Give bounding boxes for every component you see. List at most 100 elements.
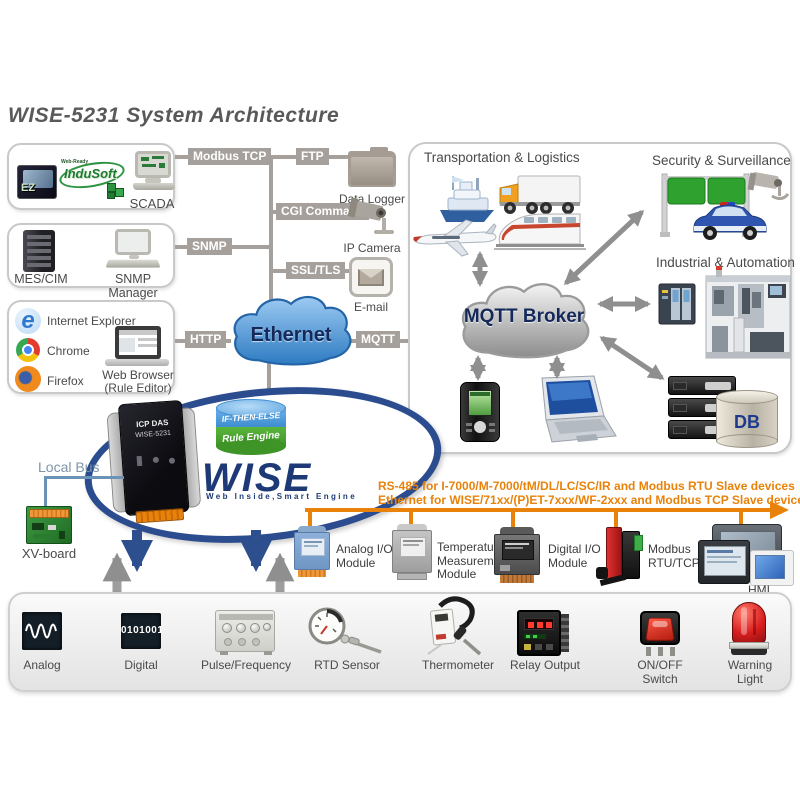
bus-banner-line1: RS-485 for I-7000/M-7000/tM/DL/LC/SC/IR … — [378, 479, 795, 493]
snmp-manager-label: SNMP Manager — [108, 272, 158, 300]
email-icon — [349, 257, 393, 297]
ship-icon — [440, 176, 494, 222]
indusoft-cube-3 — [107, 192, 115, 199]
local-bus-line-h — [44, 476, 124, 479]
rule-editor-label: (Rule Editor) — [104, 381, 172, 395]
ethernet-cloud — [233, 296, 352, 366]
analog-label: Analog — [23, 658, 61, 672]
slave-bus-arrowhead — [770, 501, 789, 519]
badge-snmp: SNMP — [187, 238, 232, 255]
indusoft-cube-1 — [107, 183, 116, 192]
bus-stub-1 — [308, 510, 312, 530]
train-icon — [494, 213, 586, 250]
security-camera-icon — [747, 172, 790, 201]
device-brand-label: ICP DAS — [135, 417, 169, 430]
mqtt-arrows — [469, 209, 665, 382]
modbus-rtu-tcp-label: Modbus RTU/TCP — [648, 542, 700, 570]
bus-stub-4 — [614, 510, 618, 530]
email-label: E-mail — [353, 300, 388, 314]
badge-modbus-tcp: Modbus TCP — [188, 148, 272, 165]
rtd-sensor-icon — [308, 607, 382, 654]
digital-label: Digital — [124, 658, 158, 672]
line-vertical-trunk — [269, 155, 273, 301]
badge-http: HTTP — [185, 331, 227, 348]
indusoft-webready: Web-Ready — [61, 159, 89, 165]
on-off-switch-icon — [638, 611, 682, 656]
temperature-module-icon — [392, 524, 432, 581]
ip-camera-label: IP Camera — [343, 241, 401, 255]
bus-stub-5 — [739, 510, 743, 530]
ip-camera-icon — [347, 197, 394, 234]
wise-tagline: Web Inside,Smart Engine — [206, 492, 358, 501]
factory-machine-icon — [705, 266, 791, 359]
local-bus-line-v — [44, 476, 47, 507]
warning-light-label: Warning Light — [727, 658, 773, 686]
bus-banner-line2: Ethernet for WISE/71xx/(P)ET-7xxx/WF-2xx… — [378, 493, 800, 507]
scada-box: EZ Web-Ready InduSoft SCADA — [7, 143, 177, 211]
digital-io-module-label: Digital I/O Module — [548, 542, 601, 570]
thermometer-label: Thermometer — [421, 658, 495, 672]
mqtt-broker-label: MQTT Broker — [463, 306, 585, 327]
firefox-label: Firefox — [47, 374, 84, 388]
hmi-icon — [698, 524, 794, 586]
temperature-module-label: Temperature Measurement Module — [437, 540, 511, 581]
indusoft-text: InduSoft — [64, 166, 117, 181]
wise-logo-text: WISE — [202, 456, 313, 500]
on-off-switch-label: ON/OFF Switch — [637, 658, 683, 686]
ez-logo-text: EZ — [21, 182, 36, 194]
device-model-label: WISE-5231 — [134, 429, 172, 440]
industrial-label: Industrial & Automation — [656, 255, 795, 270]
server-tower-icon — [23, 230, 55, 272]
airplane-icon — [413, 219, 497, 257]
highway-signs-icon — [660, 173, 752, 237]
bus-stub-3 — [511, 510, 515, 530]
xv-board-label: XV-board — [21, 546, 77, 561]
wise-5231-device: ICP DAS WISE-5231 — [106, 399, 202, 525]
transportation-label: Transportation & Logistics — [424, 150, 580, 165]
badge-mqtt: MQTT — [356, 331, 400, 348]
ez-screen — [23, 170, 53, 188]
ethernet-label: Ethernet — [250, 324, 332, 346]
line-cloud-to-wise — [267, 363, 271, 394]
analog-io-module-icon — [294, 526, 330, 578]
badge-cgi-command: CGI Command — [276, 203, 370, 220]
data-logger-icon — [348, 147, 396, 189]
rtd-sensor-label: RTD Sensor — [314, 658, 380, 672]
internet-explorer-icon: e — [15, 308, 41, 334]
scada-computer-icon — [131, 151, 177, 197]
mes-cim-label: MES/CIM — [14, 272, 68, 286]
firefox-icon — [15, 366, 41, 392]
page-title: WISE-5231 System Architecture — [8, 104, 340, 127]
xv-board-icon — [26, 506, 72, 544]
rule-engine-cylinder: IF-THEN-ELSE Rule Engine — [216, 399, 286, 459]
db-label: DB — [734, 412, 760, 432]
snmp-manager-computer-icon — [105, 229, 161, 273]
thermometer-icon — [427, 596, 482, 656]
badge-ssl-tls: SSL/TLS — [286, 262, 346, 279]
smartphone-icon — [460, 382, 500, 442]
web-browser-label: Web Browser — [102, 368, 174, 382]
browser-box: e Internet Explorer Chrome Firefox Web B… — [7, 300, 175, 395]
bus-stub-2 — [409, 510, 413, 528]
digital-io-module-icon — [494, 527, 540, 583]
pulse-frequency-icon — [215, 610, 275, 655]
analog-io-module-label: Analog I/O Module — [336, 542, 393, 570]
mqtt-broker-cloud — [461, 283, 590, 359]
local-bus-label: Local Bus — [38, 459, 100, 475]
digital-signal-icon: 0101001 — [121, 613, 163, 649]
security-label: Security & Surveillance — [652, 153, 791, 168]
slave-bus-line — [305, 508, 772, 512]
chrome-icon — [16, 338, 40, 362]
mes-snmp-box: MES/CIM SNMP Manager — [7, 223, 175, 300]
ez-hmi-logo: EZ — [17, 165, 57, 199]
badge-ftp: FTP — [296, 148, 329, 165]
police-car-icon — [693, 202, 767, 240]
web-browser-laptop-icon — [105, 326, 169, 368]
database-icon: DB — [716, 390, 778, 448]
modbus-rtu-tcp-icon — [596, 527, 644, 587]
relay-output-icon — [517, 610, 571, 656]
wise-io-arrows — [102, 530, 295, 594]
pulse-frequency-label: Pulse/Frequency — [200, 658, 292, 672]
indusoft-logo: Web-Ready InduSoft — [57, 157, 129, 199]
relay-output-label: Relay Output — [509, 658, 581, 672]
